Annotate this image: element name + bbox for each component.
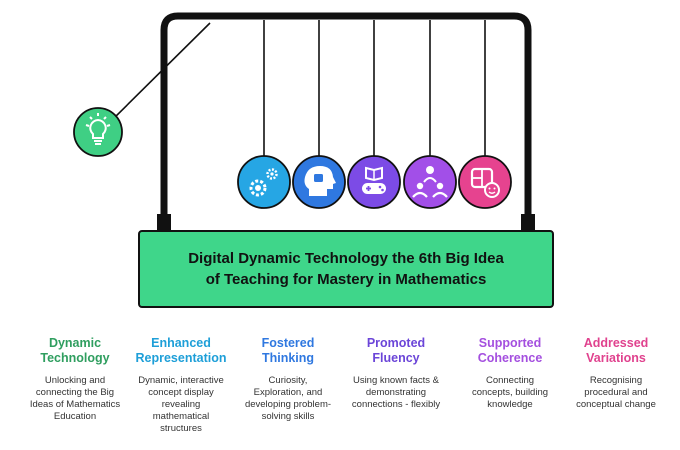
pillar-description-line: procedural and — [584, 387, 648, 398]
pillar-description-line: mathematical — [152, 411, 210, 422]
base-title: Digital Dynamic Technology the 6th Big I… — [139, 231, 553, 307]
pillar-description-line: conceptual change — [576, 399, 656, 410]
swing-string — [107, 22, 211, 125]
pillar-description-line: Using known facts & — [352, 375, 440, 386]
pillar-description-line: concepts, building — [471, 387, 549, 398]
book-gamepad-icon — [347, 155, 401, 209]
pillar-title-line-1: Fostered — [261, 336, 315, 350]
pillar-title-line-1: Supported — [478, 336, 542, 350]
pillar-description-line: structures — [160, 423, 202, 434]
pillar-description-line: connections - flexibly — [351, 399, 441, 410]
pillar-description-line: Recognising — [589, 375, 643, 386]
pillar-title-line-1: Dynamic — [48, 336, 102, 350]
lightbulb-icon — [73, 107, 123, 157]
pillar-title-line-2: Thinking — [261, 351, 315, 365]
pillar-title-line-1: Promoted — [366, 336, 426, 350]
pillar-title-line-1: Addressed — [583, 336, 649, 350]
frame-foot-right — [521, 214, 535, 234]
pillar-description-line: Exploration, and — [253, 387, 323, 398]
pillar-description-line: Dynamic, interactive — [138, 375, 224, 386]
gears-icon — [237, 155, 291, 209]
frame-foot-left — [157, 214, 171, 234]
pillar-description-line: knowledge — [487, 399, 533, 410]
pillar-description-line: demonstrating — [365, 387, 427, 398]
pillar-title-line-2: Technology — [40, 351, 110, 365]
pillar-title-line-2: Fluency — [372, 351, 420, 365]
pillar-description-line: revealing — [161, 399, 201, 410]
pillar-description-line: Unlocking and — [44, 375, 106, 386]
pillar-description-line: Curiosity, — [268, 375, 308, 386]
pillar-description-line: connecting the Big — [35, 387, 115, 398]
pillar-title-line-2: Variations — [586, 351, 646, 365]
pillar-title-line-1: Enhanced — [151, 336, 211, 350]
pillar-title-line-2: Representation — [135, 351, 227, 365]
cradle-base — [138, 230, 554, 308]
base-title-line-2: of Teaching for Mastery in Mathematics — [205, 271, 487, 288]
head-puzzle-icon — [292, 155, 346, 209]
pillar-description-line: Education — [53, 411, 97, 422]
people-network-icon — [403, 155, 457, 209]
base-title-line-1: Digital Dynamic Technology the 6th Big I… — [188, 250, 504, 267]
cradle-frame — [160, 12, 532, 236]
pillar-description-line: concept display — [148, 387, 214, 398]
pillar-title-line-2: Coherence — [477, 351, 543, 365]
pillar-description-line: developing problem- — [244, 399, 332, 410]
pillar-description-line: Connecting — [485, 375, 535, 386]
pillar-description-line: Ideas of Mathematics — [29, 399, 121, 410]
pillar-description-line: solving skills — [261, 411, 315, 422]
puzzle-emoji-icon — [458, 155, 512, 209]
